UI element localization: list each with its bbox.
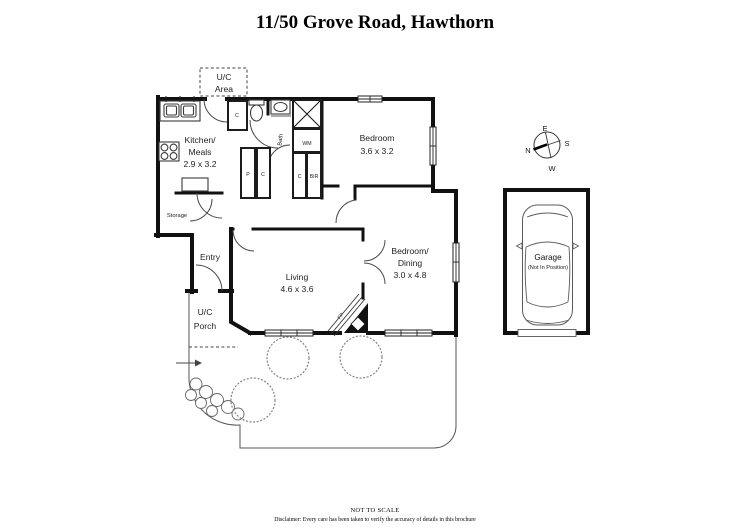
window	[452, 242, 460, 283]
kitchen-fixtures	[158, 96, 209, 192]
uc-area-label: U/C	[217, 72, 232, 82]
disclaimer-text: Disclaimer: Every care has been taken to…	[274, 517, 476, 523]
living-label: Living	[286, 272, 309, 282]
compass-south: S	[564, 139, 569, 148]
compass-north: N	[525, 146, 530, 155]
tree-icon	[266, 336, 310, 380]
cupboard-label: C	[261, 172, 265, 178]
kitchen-dims: 2.9 x 3.2	[184, 159, 217, 169]
bath-label: Bath	[277, 134, 284, 147]
cupboard	[227, 100, 248, 131]
window	[357, 95, 383, 103]
bedroom-label: Bedroom	[360, 133, 395, 143]
shrubs	[185, 377, 245, 421]
cupboard-label: C	[298, 174, 302, 180]
bathroom-fixtures	[248, 99, 322, 153]
living-dims: 4.6 x 3.6	[281, 284, 314, 294]
tree-icon	[230, 377, 276, 423]
cupboard-label: C	[235, 113, 239, 119]
uc-area-outline	[199, 67, 248, 97]
garage-label: Garage	[534, 253, 562, 262]
pantry-label: P	[246, 172, 250, 178]
compass-icon: E S W N	[525, 124, 569, 173]
kitchen-label2: Meals	[189, 147, 212, 157]
fireplace-label: FP	[337, 311, 346, 320]
stove-icon	[158, 141, 180, 162]
kitchen-bench	[181, 177, 209, 192]
wm-label: WM	[302, 141, 311, 147]
porch-label: U/C	[198, 307, 213, 317]
window	[384, 329, 433, 337]
fireplace: FP	[327, 293, 368, 337]
storage-label: Storage	[167, 213, 187, 219]
trees	[230, 335, 383, 423]
page-title: 11/50 Grove Road, Hawthorn	[255, 12, 495, 33]
compass-west: W	[548, 164, 556, 173]
bed-dining-dims: 3.0 x 4.8	[394, 270, 427, 280]
car-icon	[515, 204, 580, 326]
garden	[176, 293, 457, 449]
windows	[264, 95, 460, 337]
built-in-robe	[306, 152, 322, 199]
not-to-scale-note: NOT TO SCALE	[350, 507, 400, 514]
room-labels: U/C Area Kitchen/ Meals 2.9 x 3.2 Bedroo…	[167, 72, 429, 331]
garage-note: (Not In Position)	[528, 265, 568, 271]
closets	[227, 100, 322, 199]
bed-dining-label2: Dining	[398, 258, 423, 268]
toilet-icon	[248, 99, 265, 122]
bedroom-dims: 3.6 x 3.2	[361, 146, 394, 156]
entry-label: Entry	[200, 252, 221, 262]
exterior-walls	[154, 95, 458, 337]
basin-icon	[270, 99, 291, 115]
compass-east: E	[542, 124, 547, 133]
uc-area-label2: Area	[215, 84, 233, 94]
window	[264, 329, 314, 337]
cupboard	[256, 147, 271, 199]
kitchen-label: Kitchen/	[184, 135, 216, 145]
pantry	[240, 147, 256, 199]
garage: Garage (Not In Position)	[503, 188, 590, 337]
entry-arrow-icon	[176, 359, 202, 367]
tree-icon	[339, 335, 383, 379]
sink-icon	[159, 96, 201, 122]
window	[429, 126, 437, 166]
garage-door	[517, 329, 577, 337]
shower-icon	[292, 99, 322, 129]
bir-label: BIR	[310, 174, 319, 180]
porch-label2: Porch	[194, 321, 217, 331]
bed-dining-label: Bedroom/	[391, 246, 429, 256]
